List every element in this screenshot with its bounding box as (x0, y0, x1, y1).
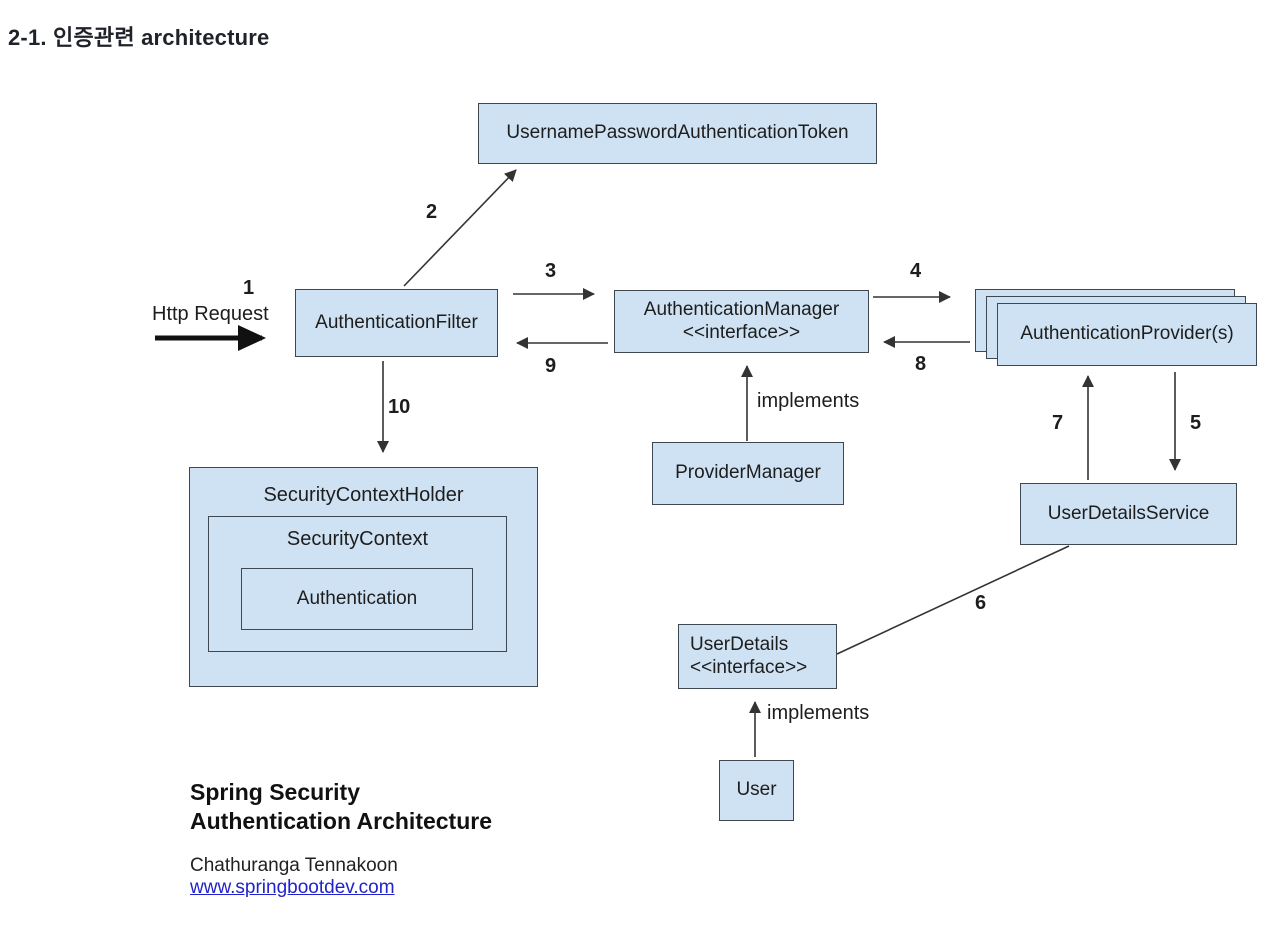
page-title: 2-1. 인증관련 architecture (8, 25, 270, 50)
author-name: Chathuranga Tennakoon (190, 854, 398, 876)
step-7-label: 7 (1052, 412, 1064, 434)
step-1-label: 1 (243, 277, 255, 299)
authentication-manager-stereotype: <<interface>> (682, 321, 801, 343)
box-user: User (719, 760, 794, 821)
box-authentication-manager: AuthenticationManager <<interface>> (614, 290, 869, 353)
step-3-label: 3 (545, 260, 557, 282)
line-6-userdetails-to-uds (836, 545, 1070, 655)
security-context-label: SecurityContext (286, 528, 429, 550)
step-9-label: 9 (545, 355, 557, 377)
http-request-label: Http Request (152, 303, 269, 325)
step-4-label: 4 (910, 260, 922, 282)
authentication-manager-name: AuthenticationManager (643, 299, 840, 321)
implements-label-user: implements (767, 702, 870, 724)
step-2-label: 2 (426, 201, 438, 223)
website-link[interactable]: www.springbootdev.com (190, 876, 395, 898)
diagram-title-line2: Authentication Architecture (190, 808, 493, 835)
box-authentication: Authentication (241, 568, 473, 630)
user-details-name: UserDetails (690, 634, 789, 656)
box-username-password-authentication-token: UsernamePasswordAuthenticationToken (478, 103, 877, 164)
security-context-holder-label: SecurityContextHolder (263, 484, 464, 506)
box-authentication-filter: AuthenticationFilter (295, 289, 498, 357)
step-6-label: 6 (975, 592, 987, 614)
user-details-stereotype: <<interface>> (690, 656, 808, 678)
step-10-label: 10 (388, 396, 411, 418)
step-8-label: 8 (915, 353, 927, 375)
box-authentication-providers: AuthenticationProvider(s) (997, 303, 1257, 366)
arrow-2-filter-to-token (403, 169, 517, 287)
box-user-details: UserDetails <<interface>> (678, 624, 837, 689)
implements-label-provider-manager: implements (757, 390, 860, 412)
diagram-title-line1: Spring Security (190, 779, 360, 805)
diagram-title: Spring Security Authentication Architect… (190, 778, 492, 837)
step-5-label: 5 (1190, 412, 1202, 434)
box-user-details-service: UserDetailsService (1020, 483, 1237, 545)
box-provider-manager: ProviderManager (652, 442, 844, 505)
credit-block: Spring Security Authentication Architect… (190, 778, 492, 899)
